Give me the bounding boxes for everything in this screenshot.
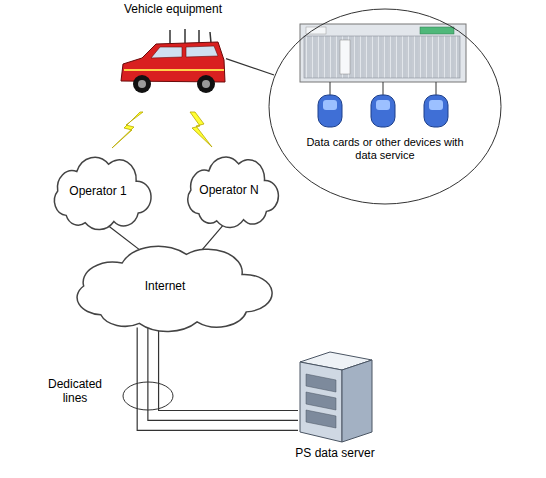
operator-cloud: Operator 1: [45, 152, 151, 230]
vehicle: Vehicle equipment: [120, 28, 226, 96]
line-label: Dedicated lines: [36, 377, 114, 406]
connector-line: [148, 327, 298, 420]
wires: [330, 82, 436, 96]
device-circle: Data cards or other devices with data se…: [268, 8, 502, 205]
node-text: Operator 1: [69, 184, 126, 198]
server: PS data server: [298, 352, 372, 442]
wireless-bolt: [112, 112, 143, 148]
data-card-devices: [318, 95, 448, 127]
node-text: Vehicle equipment: [63, 2, 283, 16]
internet-cloud: Internet: [58, 240, 272, 332]
operator-cloud: Operator N: [179, 152, 278, 228]
circle-outline: [268, 8, 502, 205]
node-text: Operator N: [199, 183, 258, 197]
bundle-ring: [123, 382, 173, 410]
wireless-bolt: [190, 112, 212, 147]
node-text: PS data server: [225, 446, 445, 460]
node-text: Data cards or other devices with data se…: [302, 136, 468, 162]
vehicle-picture: [121, 29, 225, 93]
connector-line: [159, 327, 298, 410]
rack-equipment: [300, 24, 466, 82]
connector-line: [226, 59, 274, 75]
connector-line: [109, 226, 144, 253]
connector-line: [137, 327, 298, 430]
server-picture: [300, 352, 372, 442]
node-text: Internet: [145, 279, 186, 293]
label-holder: Dedicated lines: [36, 377, 114, 406]
